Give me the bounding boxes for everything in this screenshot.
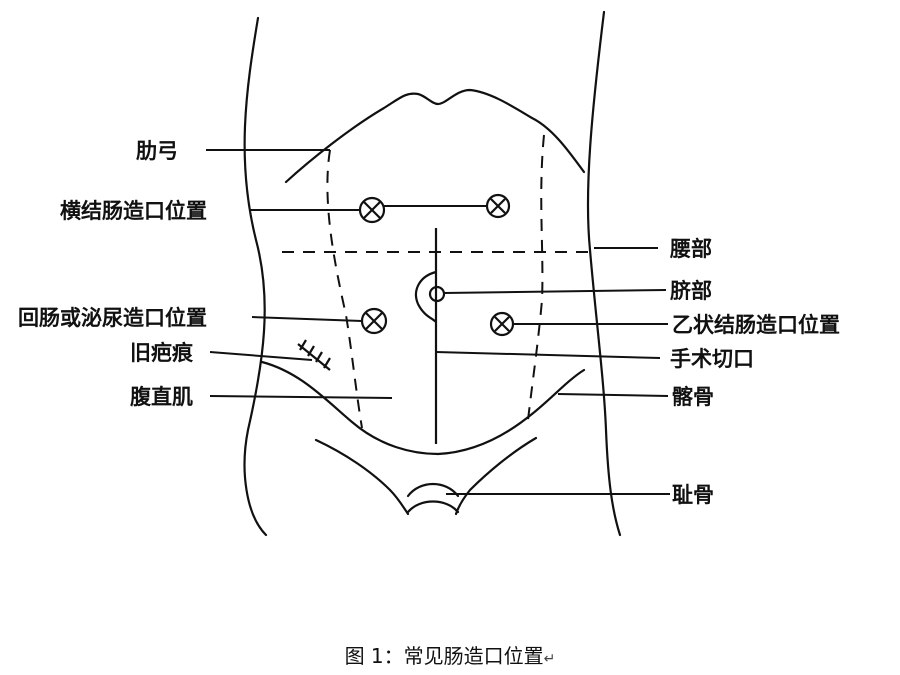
label-ileostomy-urostomy: 回肠或泌尿造口位置 [18, 305, 207, 330]
label-rib-arch: 肋弓 [136, 138, 178, 163]
pelvis-left-curve [314, 438, 410, 516]
leader-old-scar [209, 351, 313, 361]
old-scar-icon [297, 339, 331, 371]
figure-caption: 图 1：常见肠造口位置↵ [0, 640, 900, 669]
label-surgical-incision: 手术切口 [670, 346, 754, 371]
return-mark-icon: ↵ [543, 651, 556, 667]
torso-right-outline [586, 10, 622, 537]
leader-ilium [557, 393, 669, 397]
label-sigmoid-colostomy: 乙状结肠造口位置 [672, 312, 840, 337]
label-pubis: 耻骨 [672, 482, 714, 507]
label-rectus-abdominis: 腹直肌 [130, 384, 193, 409]
label-ilium: 髂骨 [672, 384, 714, 409]
ileostomy-stoma-marker [360, 307, 388, 335]
pubic-arc-lower [406, 500, 460, 514]
rectus-left-border [326, 149, 363, 429]
torso-left-outline [243, 16, 268, 537]
pubic-arc-upper [406, 483, 460, 498]
abdomen-stoma-diagram: 肋弓 横结肠造口位置 腰部 脐部 回肠或泌尿造口位置 乙状结肠造口位置 旧疤痕 … [18, 10, 840, 537]
caption-text: 图 1：常见肠造口位置 [344, 644, 544, 668]
chest-outline [284, 88, 586, 184]
navel-icon [428, 285, 446, 303]
sigmoid-stoma-marker [489, 311, 515, 337]
pelvis-right-curve [454, 436, 538, 516]
leader-incision [435, 351, 661, 359]
leader-navel [443, 289, 667, 294]
label-old-scar: 旧疤痕 [130, 340, 194, 365]
label-waist: 腰部 [669, 236, 712, 261]
leader-rectus [209, 395, 393, 399]
transverse-stoma-left-marker [358, 196, 386, 224]
navel-bulge [414, 270, 437, 323]
label-navel: 脐部 [670, 278, 712, 303]
rectus-right-border [527, 134, 545, 421]
lower-abdomen-curve [260, 360, 586, 456]
transverse-stoma-right-marker [485, 193, 511, 219]
label-transverse-colostomy: 横结肠造口位置 [60, 198, 207, 223]
leader-ileostomy [251, 316, 363, 322]
